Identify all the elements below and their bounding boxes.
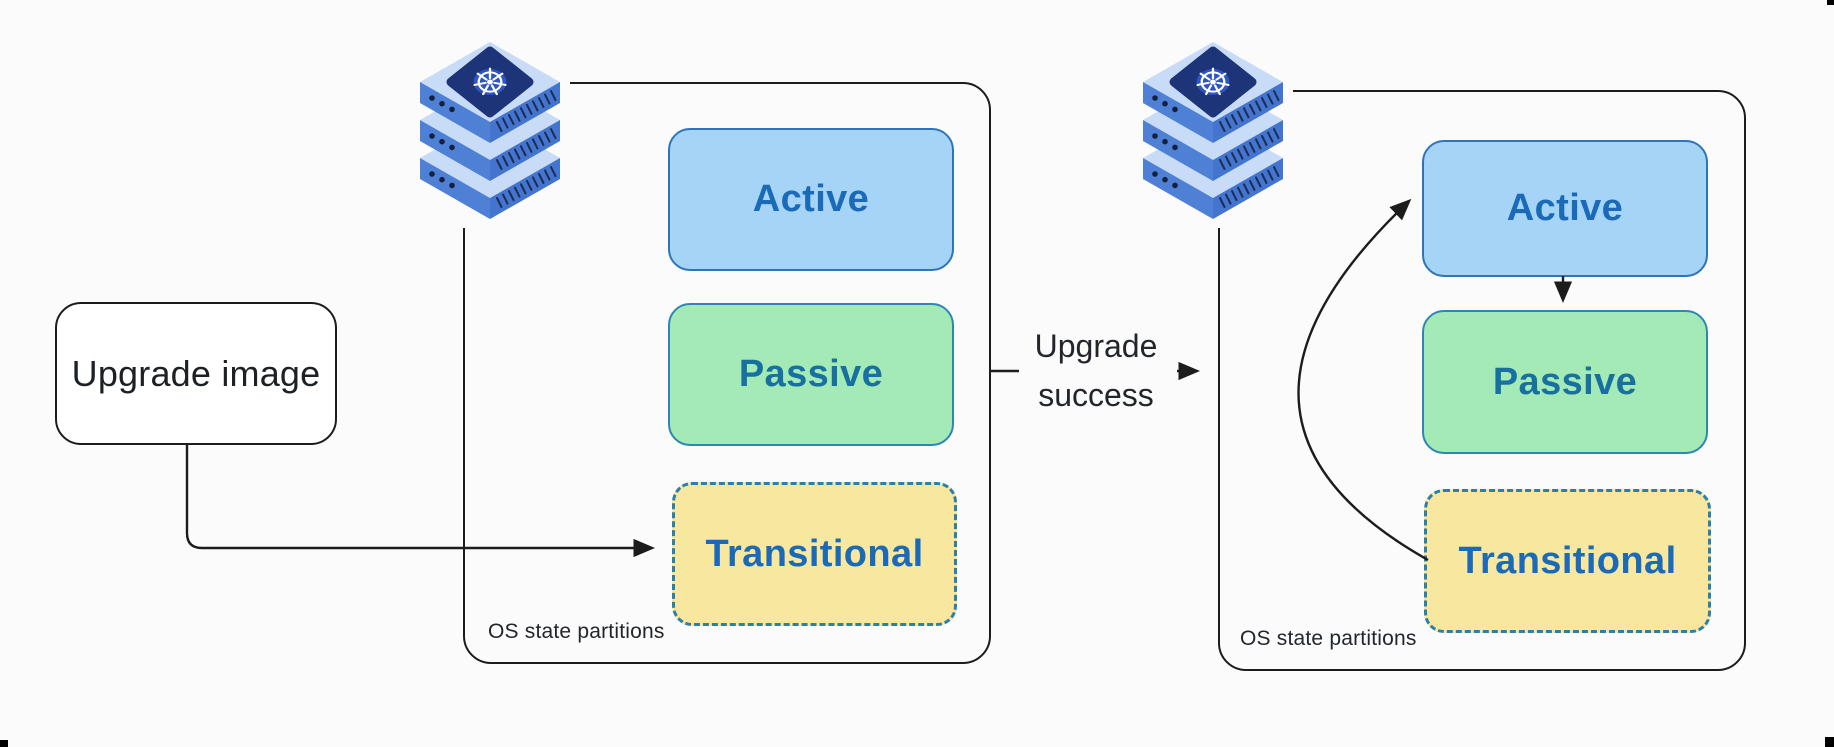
- kubernetes-helm-wheel: [473, 67, 507, 96]
- kubernetes-server-stack-icon: [410, 28, 570, 228]
- upgrade-success-line1: Upgrade: [1034, 328, 1158, 364]
- screen-artifact: [1825, 737, 1834, 747]
- upgrade-success-line2: success: [1038, 377, 1154, 413]
- kubernetes-server-stack-icon: [1133, 28, 1293, 228]
- screen-artifact: [0, 740, 8, 747]
- screen-artifact: [1827, 0, 1834, 5]
- partition-label: Active: [1506, 187, 1624, 229]
- partition-label: Passive: [1492, 360, 1638, 403]
- partition-transitional-after: Transitional: [1424, 489, 1711, 633]
- os-partitions-container-before: [463, 82, 991, 664]
- partition-passive-after: Passive: [1422, 310, 1708, 454]
- os-partitions-container-after: [1218, 90, 1746, 671]
- partition-active-before: Active: [668, 128, 954, 271]
- partition-passive-before: Passive: [668, 303, 954, 446]
- container-caption-before: OS state partitions: [488, 620, 665, 643]
- partition-label: Active: [752, 178, 870, 220]
- kubernetes-helm-wheel: [1196, 67, 1230, 96]
- container-caption-after: OS state partitions: [1240, 627, 1417, 650]
- partition-active-after: Active: [1422, 140, 1708, 277]
- partition-label: Transitional: [705, 532, 924, 575]
- upgrade-success-label: Upgrade success: [978, 322, 1214, 420]
- upgrade-image-label: Upgrade image: [71, 352, 321, 394]
- partition-transitional-before: Transitional: [672, 482, 957, 626]
- partition-label: Transitional: [1458, 539, 1677, 582]
- partition-label: Passive: [738, 353, 884, 395]
- upgrade-image-box: Upgrade image: [55, 302, 337, 445]
